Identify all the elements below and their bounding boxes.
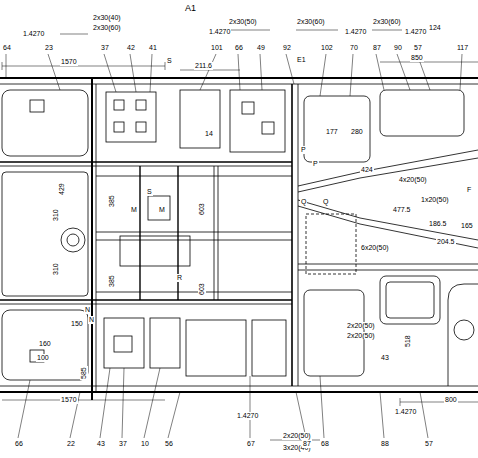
dimension-label: 429 — [58, 182, 66, 196]
dimension-label: 2x30(60) — [372, 18, 402, 26]
dimension-label: 1570 — [60, 58, 78, 66]
callout-number: 117 — [456, 44, 469, 52]
dimension-label: 1.4270 — [344, 28, 367, 36]
dimension-label: F — [466, 186, 472, 194]
dimension-label: S — [146, 188, 153, 196]
callout-number: 37 — [118, 440, 128, 448]
dimension-label: 310 — [52, 208, 60, 222]
callout-number: 2x20(50) — [282, 432, 312, 440]
dimension-label: 518 — [404, 334, 412, 348]
dimension-label: 100 — [36, 354, 50, 362]
callout-number: 70 — [349, 44, 359, 52]
callout-number: 68 — [320, 440, 330, 448]
dimension-label: 43 — [380, 354, 390, 362]
dimension-label: M — [130, 206, 138, 214]
dimension-label: 280 — [350, 128, 364, 136]
dimension-label: N — [84, 306, 91, 314]
dimension-label: 1.4270 — [236, 412, 259, 420]
callout-number: 102 — [320, 44, 334, 52]
callout-number: 37 — [100, 44, 110, 52]
dimension-label: 603 — [198, 202, 206, 216]
dimension-label: 477.5 — [392, 206, 412, 214]
dimension-label: 385 — [108, 274, 116, 288]
dimension-label: M — [158, 206, 166, 214]
dimension-label: 1.4270 — [208, 28, 231, 36]
callout-number: 90 — [393, 44, 403, 52]
dimension-label: S — [166, 57, 173, 65]
dimension-label: E1 — [296, 56, 307, 64]
dimension-label: 1.4270 — [22, 30, 45, 38]
callout-number: 67 — [246, 440, 256, 448]
dimension-label: 211.6 — [194, 62, 213, 70]
dimension-label: 310 — [52, 262, 60, 276]
dimension-label: Q — [300, 198, 307, 206]
callout-number: 64 — [2, 44, 12, 52]
dimension-label: Q — [322, 198, 329, 206]
dimension-label: 424 — [360, 166, 374, 174]
dimension-label: 150 — [70, 320, 84, 328]
dimension-label: 4x20(50) — [398, 176, 428, 184]
view-title: A1 — [184, 3, 197, 13]
callout-number: 43 — [96, 440, 106, 448]
callout-number: 57 — [424, 440, 434, 448]
dimension-label: 1570 — [60, 396, 78, 404]
dimension-label: 160 — [38, 340, 52, 348]
dimension-label: 2x30(50) — [228, 18, 258, 26]
dimension-label: P — [312, 160, 319, 168]
callout-number: 23 — [44, 44, 54, 52]
callout-number: 41 — [148, 44, 158, 52]
dimension-label: 603 — [198, 282, 206, 296]
dimension-label: 2x30(40) — [92, 14, 122, 22]
dimension-label: 850 — [410, 54, 424, 62]
callout-number: 87 — [372, 44, 382, 52]
callout-number: 22 — [66, 440, 76, 448]
dimension-label: R — [176, 274, 183, 282]
dimension-label: 585 — [80, 366, 88, 380]
dimension-label: 165 — [460, 222, 474, 230]
dimension-label: 2x30(60) — [92, 24, 122, 32]
dimension-label: 2x30(60) — [296, 18, 326, 26]
dimension-label: N — [88, 316, 95, 324]
callout-number: 124 — [428, 24, 442, 32]
callout-number: 49 — [256, 44, 266, 52]
callout-number: 57 — [413, 44, 423, 52]
callout-number: 87 — [302, 440, 312, 448]
callout-number: 66 — [234, 44, 244, 52]
dimension-label: 186.5 — [428, 220, 448, 228]
dimension-label: 2x20(50) — [346, 322, 376, 330]
dimension-label: 204.5 — [436, 238, 456, 246]
callout-number: 42 — [126, 44, 136, 52]
dimension-label: 800 — [444, 396, 458, 404]
dimension-label: 1.4270 — [404, 28, 427, 36]
callout-number: 66 — [14, 440, 24, 448]
dimension-label: 1.4270 — [394, 408, 417, 416]
dimension-label: 1x20(50) — [420, 196, 450, 204]
callout-number: 56 — [164, 440, 174, 448]
dimension-label: 14 — [204, 130, 214, 138]
callout-number: 10 — [140, 440, 150, 448]
callout-number: 88 — [380, 440, 390, 448]
callout-number: 92 — [282, 44, 292, 52]
dimension-label: 2x20(50) — [346, 332, 376, 340]
dimension-label: 385 — [108, 194, 116, 208]
dimension-label: P — [300, 146, 307, 154]
dimension-label: 177 — [325, 128, 339, 136]
callout-number: 101 — [210, 44, 224, 52]
dimension-label: 6x20(50) — [360, 244, 390, 252]
